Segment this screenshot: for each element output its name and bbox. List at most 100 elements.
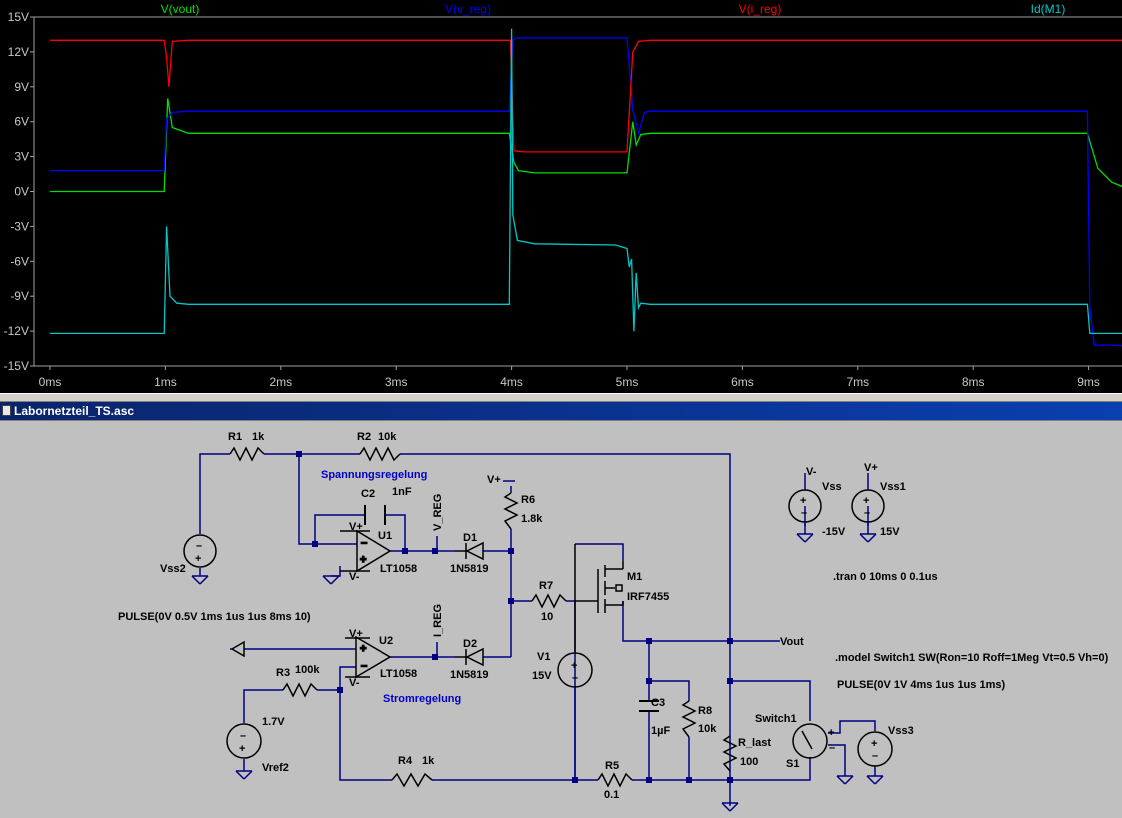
- document-icon[interactable]: [2, 405, 11, 416]
- label-u1-vplus: V+: [349, 521, 363, 533]
- label-v1: V1: [537, 651, 550, 663]
- legend-vout[interactable]: V(vout): [161, 2, 200, 16]
- label-r3-value: 100k: [295, 664, 320, 676]
- svg-text:+: +: [195, 553, 201, 565]
- y-tick-label: 9V: [14, 80, 29, 94]
- label-v1-value: 15V: [532, 670, 552, 682]
- label-spannungsregelung: Spannungsregelung: [321, 469, 427, 481]
- svg-text:+: +: [571, 660, 577, 672]
- junctions: [296, 451, 733, 783]
- svg-text:+: +: [871, 738, 877, 750]
- legend-i-reg[interactable]: V(i_reg): [739, 2, 782, 16]
- schematic-titlebar[interactable]: Labornetzteil_TS.asc: [0, 402, 1122, 420]
- svg-text:+: +: [239, 743, 245, 755]
- trace-v-vout: [50, 98, 1122, 193]
- switch-s1: + –: [792, 723, 835, 759]
- resistor-r7: [531, 593, 567, 609]
- y-tick-label: 15V: [8, 10, 29, 24]
- legend-id-m1[interactable]: Id(M1): [1031, 2, 1066, 16]
- label-r6: R6: [521, 494, 535, 506]
- legend-v-reg[interactable]: V(v_reg): [445, 2, 491, 16]
- x-tick-label: 2ms: [269, 375, 292, 389]
- label-vss: Vss: [822, 481, 842, 493]
- label-r7-value: 10: [541, 611, 553, 623]
- resistor-r8: [681, 700, 697, 738]
- label-u1-vminus: V-: [349, 571, 360, 583]
- schematic-canvas[interactable]: – + + –: [0, 420, 1122, 812]
- label-v-reg: V_REG: [432, 494, 444, 531]
- label-pulse2: PULSE(0V 1V 4ms 1us 1us 1ms): [837, 679, 1005, 691]
- label-r4: R4: [398, 755, 413, 767]
- svg-text:–: –: [801, 507, 807, 519]
- label-r5: R5: [605, 760, 619, 772]
- svg-text:+: +: [863, 495, 869, 507]
- svg-text:–: –: [872, 750, 878, 762]
- y-tick-label: -9V: [10, 289, 29, 303]
- svg-text:–: –: [361, 660, 367, 672]
- resistor-r5: [597, 772, 633, 788]
- label-r2: R2: [357, 431, 371, 443]
- label-vref2-value: 1.7V: [262, 716, 285, 728]
- x-tick-label: 5ms: [616, 375, 639, 389]
- net-stubs: [436, 473, 869, 657]
- pane-splitter[interactable]: [0, 393, 1122, 402]
- directive-tran: .tran 0 10ms 0 0.1us: [833, 571, 938, 583]
- x-tick-label: 4ms: [500, 375, 523, 389]
- label-pulse1: PULSE(0V 0.5V 1ms 1us 1us 8ms 10): [118, 611, 311, 623]
- label-vss1-value: 15V: [880, 526, 900, 538]
- opamp-u1: [356, 529, 392, 573]
- trace-id-m1: [50, 28, 1122, 335]
- x-tick-label: 0ms: [39, 375, 62, 389]
- label-vss-vminus: V-: [806, 466, 817, 478]
- label-m1: M1: [627, 571, 642, 583]
- svg-text:+: +: [360, 643, 366, 655]
- label-r2-value: 10k: [378, 431, 397, 443]
- y-tick-label: -12V: [4, 324, 29, 338]
- opamp-u2: [355, 635, 392, 679]
- diode-d2: [465, 647, 484, 667]
- label-c2-value: 1nF: [392, 486, 412, 498]
- label-c3: C3: [651, 697, 665, 709]
- y-tick-label: -15V: [4, 359, 29, 373]
- label-r8-value: 10k: [698, 723, 717, 735]
- resistor-r3: [282, 682, 318, 698]
- label-r1-value: 1k: [252, 431, 265, 443]
- y-tick-label: -3V: [10, 219, 29, 233]
- y-tick-label: -6V: [10, 254, 29, 268]
- svg-text:–: –: [361, 537, 367, 549]
- trace-v-v-reg: [50, 37, 1122, 347]
- label-stromregelung: Stromregelung: [383, 693, 461, 705]
- x-tick-label: 8ms: [962, 375, 985, 389]
- label-vout: Vout: [780, 636, 804, 648]
- label-d2: D2: [463, 638, 477, 650]
- mosfet-m1: [575, 561, 624, 613]
- directive-model: .model Switch1 SW(Ron=10 Roff=1Meg Vt=0.…: [835, 652, 1109, 664]
- x-tick-label: 3ms: [385, 375, 408, 389]
- y-tick-label: 3V: [14, 150, 29, 164]
- label-i-reg: I_REG: [432, 604, 444, 637]
- x-tick-label: 1ms: [154, 375, 177, 389]
- label-switch1: Switch1: [755, 713, 797, 725]
- schematic-labels: R1 1k R2 10k Spannungsregelung C2 1nF V+…: [118, 431, 1109, 801]
- label-r6-value: 1.8k: [521, 513, 543, 525]
- svg-text:–: –: [240, 730, 246, 742]
- schematic-drawing[interactable]: – + + –: [0, 421, 1122, 813]
- label-r7: R7: [539, 580, 553, 592]
- resistor-rlast: [722, 735, 738, 772]
- label-rlast-value: 100: [740, 756, 758, 768]
- x-tick-label: 7ms: [846, 375, 869, 389]
- waveform-plot[interactable]: V(vout) V(v_reg) V(i_reg) Id(M1) 15V12V9…: [0, 0, 1122, 393]
- plot-frame: [33, 16, 1122, 367]
- label-u2-vplus: V+: [349, 628, 363, 640]
- svg-text:–: –: [864, 507, 870, 519]
- resistor-r2: [359, 446, 401, 462]
- label-vss3: Vss3: [888, 725, 914, 737]
- resistor-r6: [503, 492, 519, 530]
- label-r5-value: 0.1: [604, 789, 619, 801]
- y-tick-label: 6V: [14, 115, 29, 129]
- svg-text:+: +: [800, 495, 806, 507]
- svg-text:+: +: [360, 554, 366, 566]
